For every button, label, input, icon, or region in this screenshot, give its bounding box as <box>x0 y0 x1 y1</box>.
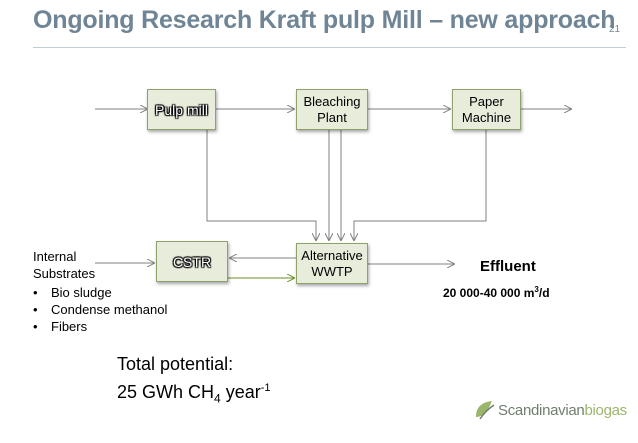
arrow-pulp-to-wwtp <box>206 130 316 240</box>
page-number: 21 <box>609 24 621 35</box>
potential-superscript: -1 <box>260 382 271 394</box>
total-potential-value: 25 GWh CH4 year-1 <box>117 376 271 411</box>
effluent-label: Effluent <box>480 258 536 275</box>
potential-unit: year <box>220 382 261 402</box>
title-divider <box>33 47 626 48</box>
paper-machine-box: Paper Machine <box>452 89 521 130</box>
total-potential: Total potential: 25 GWh CH4 year-1 <box>117 352 271 411</box>
internal-substrates-line1: Internal <box>33 249 77 264</box>
flow-rate-exponent: 3 <box>534 285 539 294</box>
internal-substrates-line2: Substrates <box>33 266 96 281</box>
internal-substrates-label: Internal Substrates <box>33 248 95 282</box>
cstr-box: CSTR <box>156 241 228 282</box>
alternative-wwtp-box: Alternative WWTP <box>296 243 368 284</box>
substrate-list: Bio sludge Condense methanol Fibers <box>33 284 167 335</box>
logo-text-scandinavian: Scandinavian <box>498 401 585 419</box>
arrow-paper-to-wwtp <box>354 130 487 240</box>
effluent-flow-rate: 20 000-40 000 m3/d <box>443 285 550 300</box>
logo-text-biogas: biogas <box>584 401 627 419</box>
flow-rate-unit: /d <box>538 286 550 300</box>
bleaching-plant-box: Bleaching Plant <box>296 89 368 130</box>
slide-title: Ongoing Research Kraft pulp Mill – new a… <box>33 6 616 34</box>
flow-rate-value: 20 000-40 000 m <box>443 286 535 300</box>
potential-amount: 25 GWh CH <box>117 382 215 402</box>
list-item: Condense methanol <box>33 301 167 318</box>
list-item: Bio sludge <box>33 284 167 301</box>
pulp-mill-box: Pulp mill <box>147 89 216 130</box>
potential-subscript: 4 <box>214 391 221 406</box>
total-potential-heading: Total potential: <box>117 354 234 374</box>
list-item: Fibers <box>33 318 167 335</box>
biogas-leaf-icon <box>476 401 495 420</box>
